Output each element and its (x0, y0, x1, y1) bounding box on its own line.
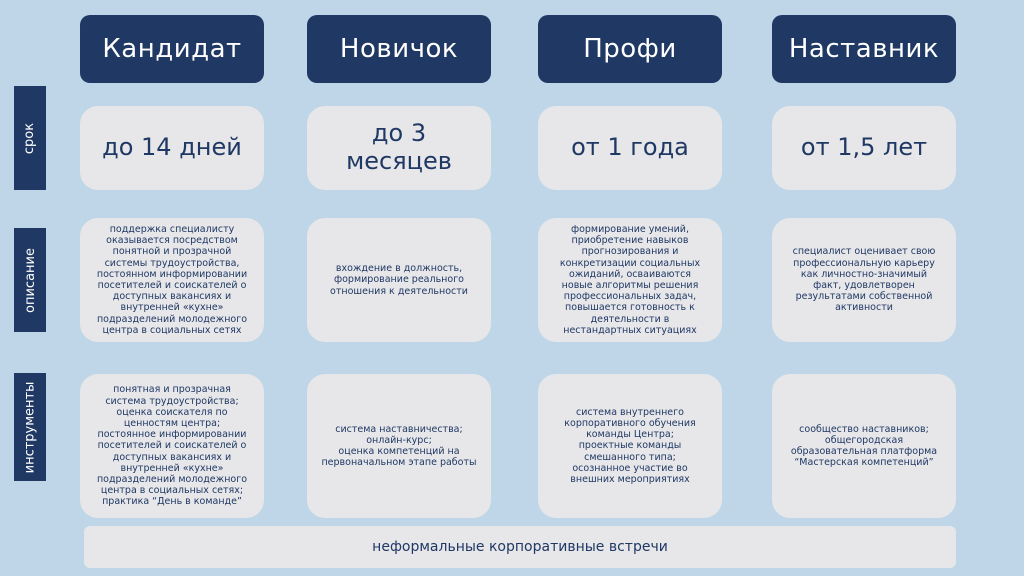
term-text: от 1 года (571, 133, 689, 162)
description-card-candidate: поддержка специалисту оказывается посред… (80, 218, 264, 342)
tools-card-newcomer: система наставничества; онлайн-курс; оце… (307, 374, 491, 518)
description-text: поддержка специалисту оказывается посред… (96, 223, 248, 336)
tools-text: система наставничества; онлайн-курс; оце… (321, 423, 477, 469)
row-label-description: описание (14, 228, 46, 332)
term-card-newcomer: до 3 месяцев (307, 106, 491, 190)
term-text: от 1,5 лет (800, 133, 928, 162)
tools-card-mentor: сообщество наставников; общегородская об… (772, 374, 956, 518)
row-label-term: срок (14, 86, 46, 190)
header-mentor: Наставник (772, 15, 956, 83)
informal-meetings-text: неформальные корпоративные встречи (372, 539, 668, 555)
description-card-newcomer: вхождение в должность, формирование реал… (307, 218, 491, 342)
header-newcomer: Новичок (307, 15, 491, 83)
description-card-mentor: специалист оценивает свою профессиональн… (772, 218, 956, 342)
header-candidate: Кандидат (80, 15, 264, 83)
tools-card-candidate: понятная и прозрачная система трудоустро… (80, 374, 264, 518)
row-label-tools: инструменты (14, 373, 46, 481)
informal-meetings-bar: неформальные корпоративные встречи (84, 526, 956, 568)
term-card-candidate: до 14 дней (80, 106, 264, 190)
description-text: формирование умений, приобретение навыко… (559, 223, 701, 336)
row-label-tools-text: инструменты (22, 381, 38, 473)
term-text: до 14 дней (102, 133, 242, 162)
tools-text: система внутреннего корпоративного обуче… (564, 406, 696, 485)
term-text: до 3 месяцев (346, 119, 452, 175)
description-text: вхождение в должность, формирование реал… (330, 263, 468, 297)
row-label-term-text: срок (22, 122, 38, 154)
tools-card-pro: система внутреннего корпоративного обуче… (538, 374, 722, 518)
tools-text: сообщество наставников; общегородская об… (790, 423, 938, 469)
description-text: специалист оценивает свою профессиональн… (792, 246, 936, 314)
description-card-pro: формирование умений, приобретение навыко… (538, 218, 722, 342)
header-pro: Профи (538, 15, 722, 83)
term-card-pro: от 1 года (538, 106, 722, 190)
row-label-description-text: описание (22, 247, 38, 313)
term-card-mentor: от 1,5 лет (772, 106, 956, 190)
tools-text: понятная и прозрачная система трудоустро… (96, 384, 248, 508)
